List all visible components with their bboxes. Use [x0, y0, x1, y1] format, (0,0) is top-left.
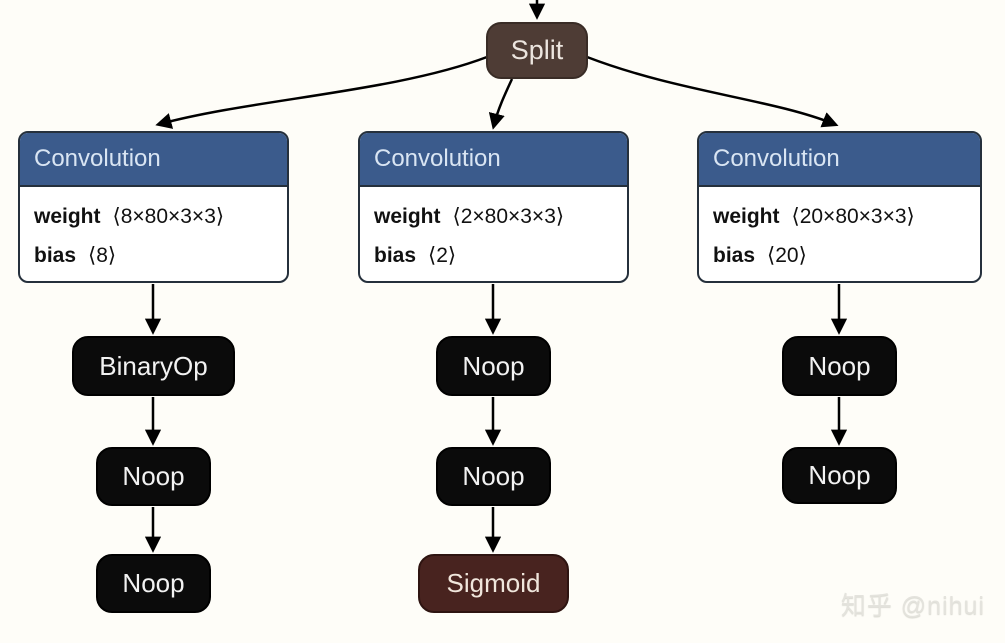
node-sigmoid[interactable]: Sigmoid [418, 554, 569, 613]
edge-split-to-conv-right [586, 55, 839, 128]
node-convolution-right[interactable]: Convolution weight ⟨20×80×3×3⟩ bias ⟨20⟩ [697, 131, 982, 283]
edge-split-to-conv-left [155, 55, 488, 129]
node-label: Noop [808, 350, 871, 381]
param-name: bias [374, 244, 417, 267]
param-dims: ⟨2×80×3×3⟩ [452, 205, 565, 228]
param-dims: ⟨20×80×3×3⟩ [791, 205, 915, 228]
node-label: BinaryOp [99, 350, 208, 381]
conv-title: Convolution [374, 145, 501, 172]
param-name: bias [713, 244, 756, 267]
conv-params: weight ⟨20×80×3×3⟩ bias ⟨20⟩ [699, 187, 980, 281]
node-noop-middle-2[interactable]: Noop [436, 447, 551, 506]
conv-header: Convolution [20, 133, 287, 187]
param-name: weight [34, 205, 101, 228]
param-name: weight [713, 205, 780, 228]
node-label: Sigmoid [446, 568, 541, 598]
conv-title: Convolution [713, 145, 840, 172]
node-label: Noop [122, 461, 185, 491]
node-binaryop[interactable]: BinaryOp [72, 336, 235, 396]
param-bias: bias ⟨2⟩ [374, 236, 613, 275]
node-label: Split [510, 35, 564, 65]
zhihu-watermark: 知乎 @nihui [840, 592, 985, 620]
conv-title: Convolution [34, 145, 161, 172]
conv-header: Convolution [360, 133, 627, 187]
node-split[interactable]: Split [486, 22, 588, 79]
param-dims: ⟨8⟩ [88, 244, 117, 267]
param-weight: weight ⟨8×80×3×3⟩ [34, 197, 273, 236]
node-convolution-middle[interactable]: Convolution weight ⟨2×80×3×3⟩ bias ⟨2⟩ [358, 131, 629, 283]
param-name: weight [374, 205, 441, 228]
node-noop-left-1[interactable]: Noop [96, 447, 211, 506]
conv-params: weight ⟨8×80×3×3⟩ bias ⟨8⟩ [20, 187, 287, 281]
node-label: Noop [808, 460, 871, 490]
param-weight: weight ⟨20×80×3×3⟩ [713, 197, 966, 236]
param-weight: weight ⟨2×80×3×3⟩ [374, 197, 613, 236]
param-bias: bias ⟨8⟩ [34, 236, 273, 275]
conv-params: weight ⟨2×80×3×3⟩ bias ⟨2⟩ [360, 187, 627, 281]
node-noop-right-1[interactable]: Noop [782, 336, 897, 396]
edge-split-to-conv-middle [488, 78, 514, 130]
param-bias: bias ⟨20⟩ [713, 236, 966, 275]
node-noop-left-2[interactable]: Noop [96, 554, 211, 613]
node-noop-middle-1[interactable]: Noop [436, 336, 551, 396]
node-noop-right-2[interactable]: Noop [782, 447, 897, 504]
node-label: Noop [462, 350, 525, 381]
node-convolution-left[interactable]: Convolution weight ⟨8×80×3×3⟩ bias ⟨8⟩ [18, 131, 289, 283]
param-dims: ⟨2⟩ [428, 244, 457, 267]
param-name: bias [34, 244, 77, 267]
node-label: Noop [122, 568, 185, 598]
param-dims: ⟨8×80×3×3⟩ [112, 205, 225, 228]
param-dims: ⟨20⟩ [767, 244, 807, 267]
node-label: Noop [462, 461, 525, 491]
conv-header: Convolution [699, 133, 980, 187]
